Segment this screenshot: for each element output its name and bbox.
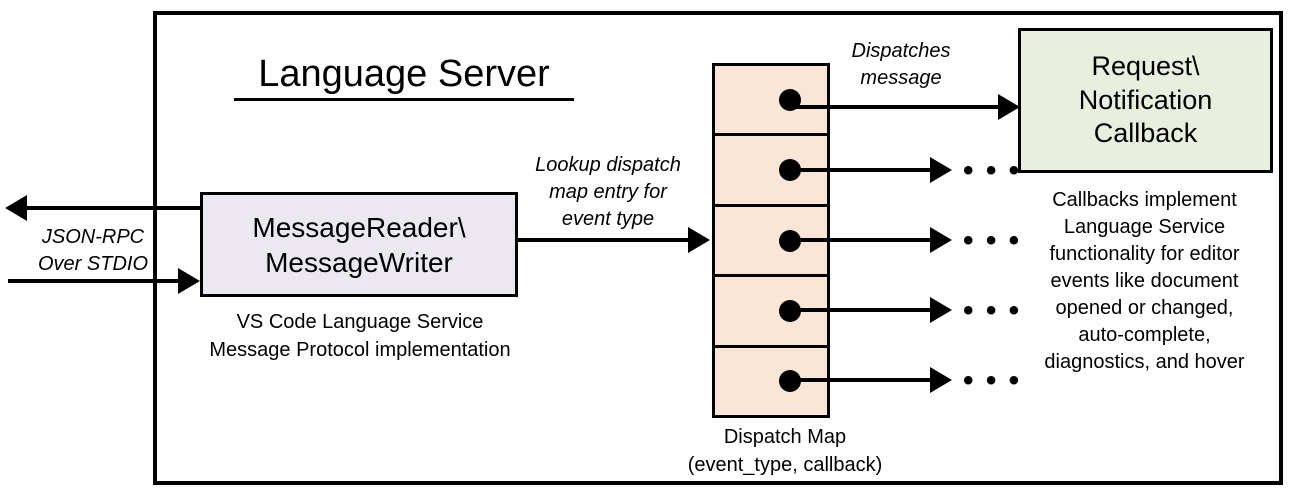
lookup-label-line2: map entry for [549, 181, 667, 203]
dispatch-edge-arrowhead-icon-3 [930, 227, 952, 253]
inbound-line [8, 279, 180, 283]
message-reader-writer-node[interactable]: MessageReader\ MessageWriter [200, 192, 518, 297]
ellipsis-icon-2: • • • [963, 154, 1022, 187]
dispatches-message-label: Dispatches message [831, 38, 971, 92]
request-notification-callback-node[interactable]: Request\ Notification Callback [1018, 28, 1273, 173]
callbacks-desc-line-5: auto-complete, [1078, 324, 1211, 346]
json-rpc-edge-label: JSON-RPC Over STDIO [18, 224, 168, 278]
lookup-edge-label: Lookup dispatch map entry for event type [513, 152, 703, 233]
dispatch-map-caption-line2: (event_type, callback) [687, 454, 883, 476]
language-server-container [153, 11, 1283, 485]
dispatch-edge-line-3 [786, 238, 936, 242]
dispatch-edge-arrowhead-icon-4 [930, 297, 952, 323]
callbacks-desc-line-3: events like document [1050, 270, 1239, 292]
callbacks-desc-line-1: Language Service [1063, 216, 1226, 238]
page-title: Language Server [234, 52, 574, 101]
ellipsis-icon-4: • • • [963, 294, 1022, 327]
ellipsis-icon-3: • • • [963, 224, 1022, 257]
callbacks-desc-line-4: opened or changed, [1055, 297, 1234, 319]
callback-node-line1: Request\ [1091, 50, 1200, 81]
outbound-arrowhead-icon [5, 195, 27, 221]
json-rpc-label-line2: Over STDIO [37, 253, 148, 275]
lookup-label-line1: Lookup dispatch [535, 154, 681, 176]
dispatch-map-row[interactable] [715, 66, 827, 137]
outbound-line [27, 206, 202, 210]
lookup-label-line3: event type [561, 208, 655, 230]
dispatch-map-caption: Dispatch Map (event_type, callback) [645, 423, 925, 479]
json-rpc-label-line1: JSON-RPC [41, 226, 145, 248]
callbacks-desc-line-0: Callbacks implement [1052, 189, 1237, 211]
reader-node-line1: MessageReader\ [252, 211, 466, 243]
dispatch-map-caption-line1: Dispatch Map [723, 426, 847, 448]
dispatch-map-row[interactable] [715, 207, 827, 278]
dispatch-map-row[interactable] [715, 277, 827, 348]
ellipsis-icon-5: • • • [963, 364, 1022, 397]
dispatch-edge-arrowhead-icon-1 [998, 94, 1020, 120]
callback-node-line3: Callback [1093, 118, 1198, 149]
callbacks-desc-line-6: diagnostics, and hover [1044, 351, 1245, 373]
callback-node-line2: Notification [1078, 84, 1213, 115]
dispatch-edge-line-1 [786, 105, 1006, 109]
dispatch-edge-line-2 [786, 168, 936, 172]
inbound-arrowhead-icon [178, 268, 200, 294]
dispatch-edge-arrowhead-icon-5 [930, 367, 952, 393]
reader-caption-line1: VS Code Language Service [236, 311, 484, 333]
dispatch-edge-arrowhead-icon-2 [930, 157, 952, 183]
lookup-edge-arrowhead-icon [688, 227, 710, 253]
reader-node-caption: VS Code Language Service Message Protoco… [190, 308, 530, 364]
dispatch-edge-line-5 [786, 378, 936, 382]
lookup-edge-line [518, 238, 690, 242]
reader-node-line2: MessageWriter [265, 246, 453, 278]
dispatches-label-line2: message [860, 67, 942, 89]
dispatches-label-line1: Dispatches [851, 40, 951, 62]
callbacks-description: Callbacks implement Language Service fun… [1002, 187, 1287, 376]
callbacks-desc-line-2: functionality for editor [1049, 243, 1240, 265]
dispatch-edge-line-4 [786, 308, 936, 312]
reader-caption-line2: Message Protocol implementation [209, 339, 511, 361]
